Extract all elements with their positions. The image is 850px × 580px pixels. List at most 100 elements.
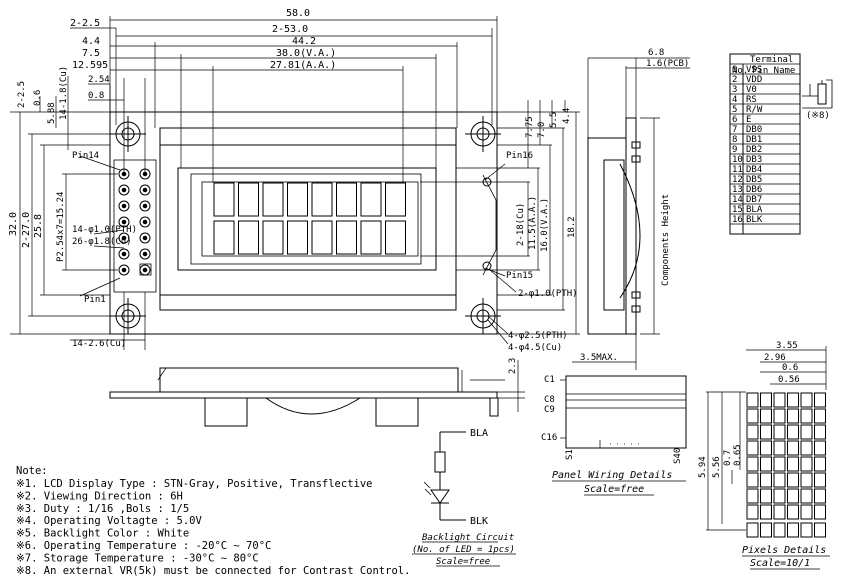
dim-0.6: 0.6 <box>782 363 798 373</box>
right-dimension-lines <box>420 100 580 345</box>
pixel-dot <box>800 408 813 424</box>
terminal-row-name: BLA <box>746 205 763 215</box>
dim-v-32: 32.0 <box>8 212 19 236</box>
note-line: ※1. LCD Display Type : STN-Gray, Positiv… <box>16 478 372 490</box>
pixel-dot <box>800 504 813 520</box>
terminal-row-no: 14 <box>732 195 743 205</box>
dim-4-pth: 4-φ2.5(PTH) <box>508 331 568 341</box>
terminal-row-name: V0 <box>746 85 757 95</box>
terminal-row-name: DB1 <box>746 135 762 145</box>
pixel-dot <box>760 408 772 424</box>
pixel-dot <box>760 472 772 488</box>
pixel-dot <box>800 522 813 538</box>
pixel-dot <box>787 440 799 456</box>
dim-0.8: 0.8 <box>88 91 104 101</box>
c16-label: C16 <box>541 433 557 443</box>
dim-v-0.6: 0.6 <box>33 90 43 106</box>
pixel-dot <box>760 456 772 472</box>
panel-wiring-title: Panel Wiring Details <box>552 470 672 481</box>
char-cell <box>213 182 235 217</box>
terminal-table-grid <box>729 53 801 235</box>
terminal-row-name: E <box>746 115 751 125</box>
terminal-row-no: 10 <box>732 155 743 165</box>
pixel-dot <box>814 504 826 520</box>
pixel-dot <box>814 424 826 440</box>
terminal-row-name: VDD <box>746 75 762 85</box>
notes-title: Note: <box>16 465 48 477</box>
pixel-dot <box>746 440 759 456</box>
terminal-row-name: R/W <box>746 105 763 115</box>
char-cell <box>311 182 333 217</box>
dim-5.56: 5.56 <box>712 456 722 478</box>
dim-14-2.6: 14-2.6(Cu) <box>72 339 126 349</box>
dim-v-11.5: 11.5(A.A.) <box>528 196 538 250</box>
dim-v-7.75: 7.75 <box>525 116 535 138</box>
dim-v-18.2: 18.2 <box>567 216 577 238</box>
front-view-labels: 58.0 2-53.0 2-2.5 44.2 4.4 38.0(V.A.) 7.… <box>8 8 578 353</box>
dim-2-2.5: 2-2.5 <box>70 18 100 29</box>
dim-5.94: 5.94 <box>698 456 708 478</box>
dim-44.2: 44.2 <box>292 36 316 47</box>
backlight-title: Backlight Circuit <box>422 533 514 543</box>
dim-2-53: 2-53.0 <box>272 24 308 35</box>
dim-6.8: 6.8 <box>648 48 664 58</box>
pixel-dot <box>760 392 772 408</box>
side-view-labels: 6.8 1.6(PCB) Components Height 3.5MAX. 2… <box>508 48 689 374</box>
dim-3.5max: 3.5MAX. <box>580 353 618 363</box>
side-view <box>572 57 690 370</box>
pixels-title: Pixels Details <box>742 545 826 556</box>
terminal-row-no: 3 <box>732 85 737 95</box>
backlight-sub: (No. of LED = 1pcs) <box>412 545 515 555</box>
terminal-row-name: VSS <box>746 65 762 75</box>
terminal-row-no: 4 <box>732 95 737 105</box>
dim-14-pth: 14-φ1.0(PTH) <box>72 225 137 235</box>
terminal-row-no: 1 <box>732 65 737 75</box>
pixel-dot <box>787 522 799 538</box>
backlight-labels: BLA BLK Backlight Circuit (No. of LED = … <box>412 428 516 567</box>
pixel-dimension-lines <box>706 346 827 531</box>
pixel-dot <box>760 504 772 520</box>
dim-1.6-pcb: 1.6(PCB) <box>646 59 689 69</box>
terminal-row-name: DB2 <box>746 145 762 155</box>
terminal-row-no: 5 <box>732 105 737 115</box>
terminal-row-no: 6 <box>732 115 737 125</box>
pixel-dot <box>746 504 759 520</box>
char-cell <box>311 220 333 255</box>
dim-12.595: 12.595 <box>72 60 108 71</box>
terminal-row-no: 8 <box>732 135 737 145</box>
terminal-row-no: 2 <box>732 75 737 85</box>
pixel-dot <box>773 472 786 488</box>
top-dimension-lines <box>70 16 498 182</box>
char-cell <box>385 220 406 255</box>
dim-27.81: 27.81(A.A.) <box>270 60 336 71</box>
terminal-row-name: DB5 <box>746 175 762 185</box>
pixel-dot <box>746 488 759 504</box>
c9-label: C9 <box>544 405 555 415</box>
panel-wiring-scale: Scale=free <box>584 484 644 495</box>
s40-label: S40 <box>673 448 683 464</box>
pixel-dot <box>787 504 799 520</box>
backlight-pads <box>482 174 497 276</box>
pixel-dot <box>773 488 786 504</box>
s1-label: S1 <box>565 449 575 460</box>
dim-v-16: 16.0(V.A.) <box>540 198 550 252</box>
dim-2-pth: 2-φ1.0(PTH) <box>518 289 578 299</box>
dim-v-7.0: 7.0 <box>537 122 547 138</box>
char-cell <box>262 220 284 255</box>
terminal-row-name: DB7 <box>746 195 762 205</box>
vr-note: (※8) <box>806 111 830 121</box>
dim-0.56: 0.56 <box>778 375 800 385</box>
panel-wiring-frame <box>560 375 687 449</box>
dim-7.5: 7.5 <box>82 48 100 59</box>
c1-label: C1 <box>544 375 555 385</box>
pixel-dot <box>787 408 799 424</box>
pixel-labels: 3.55 2.96 0.6 0.56 5.94 5.56 0.7 0.65 Pi… <box>698 341 830 570</box>
char-cell <box>238 220 259 255</box>
pixel-dot <box>814 408 826 424</box>
c8-label: C8 <box>544 395 555 405</box>
char-cell <box>238 182 259 217</box>
pixel-dot <box>773 392 786 408</box>
note-line: ※4. Operating Voltagte : 5.0V <box>16 515 202 527</box>
char-cell <box>287 182 308 217</box>
pixel-dot <box>787 424 799 440</box>
